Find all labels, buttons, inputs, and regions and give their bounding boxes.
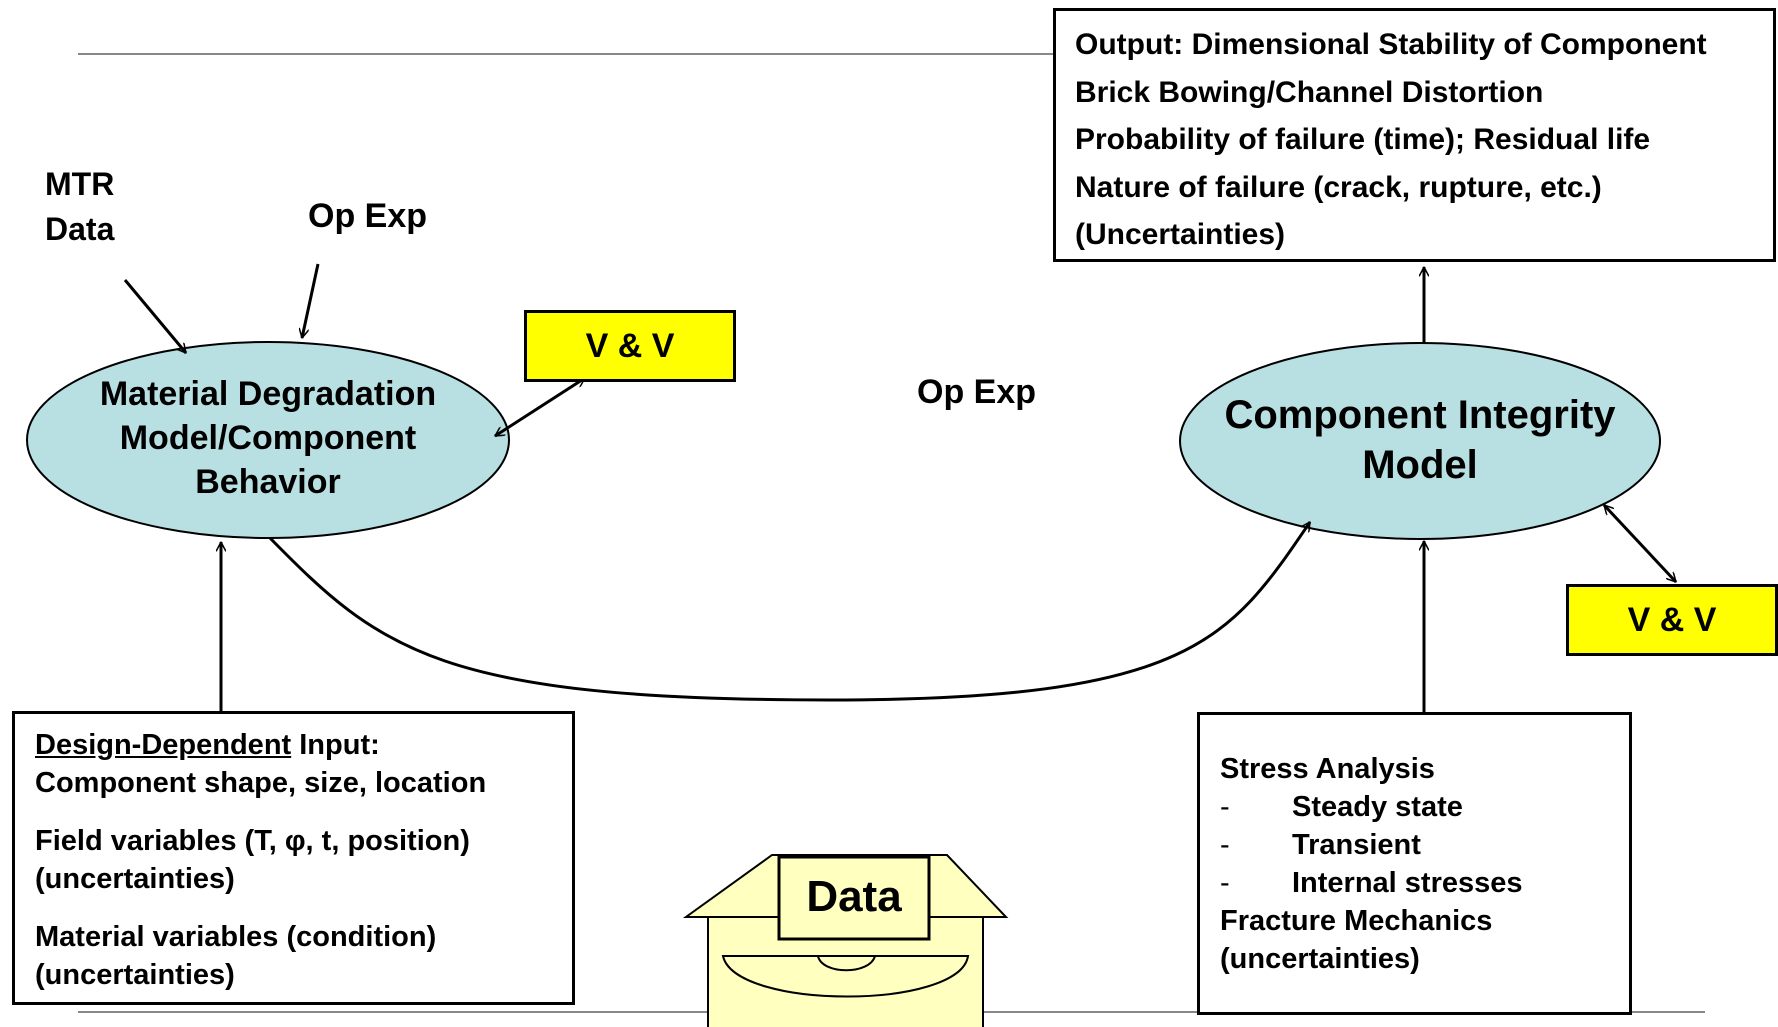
- material-model-line3: Behavior: [195, 463, 341, 501]
- input-line-5: Material variables (condition): [35, 921, 437, 953]
- integrity-model-line2: Model: [1362, 443, 1478, 487]
- database-icon: [682, 854, 1009, 1027]
- input-line-4: (uncertainties): [35, 863, 235, 895]
- vv-left-arrow: [495, 376, 585, 438]
- input-heading: Design-Dependent Input:: [35, 726, 572, 764]
- data-label: Data: [806, 872, 902, 921]
- stress-title: Stress Analysis: [1220, 753, 1435, 785]
- material-model-label: Material Degradation Model/Component Beh…: [28, 372, 508, 504]
- output-line-1: Output: Dimensional Stability of Compone…: [1075, 28, 1707, 61]
- vv-right-box: V & V: [1566, 584, 1778, 656]
- input-box: Design-Dependent Input: Component shape,…: [12, 711, 575, 1005]
- stress-bullet-2: - Transient: [1220, 826, 1629, 864]
- vv-left-box: V & V: [524, 310, 736, 382]
- op-exp-mid-label: Op Exp: [917, 373, 1037, 411]
- integrity-model-label: Component Integrity Model: [1180, 390, 1660, 490]
- material-model-line1: Material Degradation: [99, 375, 437, 413]
- integrity-model-ellipse: [1179, 342, 1661, 540]
- stress-line-6: (uncertainties): [1220, 943, 1420, 975]
- stress-bullet-2-text: Transient: [1292, 829, 1421, 861]
- op-exp-top-label: Op Exp: [308, 197, 428, 235]
- stress-bullet-1-text: Steady state: [1292, 791, 1463, 823]
- mtr-label-line2: Data: [45, 211, 115, 247]
- vv-right-arrow: [1604, 505, 1676, 582]
- mtr-label-line1: MTR: [45, 166, 115, 202]
- stress-bullet-3: - Internal stresses: [1220, 864, 1629, 902]
- model-to-integrity-curve: [268, 522, 1312, 702]
- input-heading-underlined: Design-Dependent: [35, 729, 292, 761]
- material-model-line2: Model/Component: [119, 419, 417, 457]
- bullet-dash: -: [1220, 829, 1230, 861]
- material-model-ellipse: [26, 341, 510, 539]
- input-line-2: Component shape, size, location: [35, 767, 487, 799]
- output-box: Output: Dimensional Stability of Compone…: [1053, 8, 1776, 262]
- output-line-4: Nature of failure (crack, rupture, etc.): [1075, 170, 1602, 204]
- mtr-data-label: MTR Data: [45, 162, 114, 252]
- stress-box: Stress Analysis - Steady state - Transient…: [1197, 712, 1632, 1015]
- integrity-model-line1: Component Integrity: [1224, 393, 1616, 437]
- input-line-3: Field variables (T, φ, t, position): [35, 825, 470, 857]
- stress-bullet-1: - Steady state: [1220, 788, 1629, 826]
- output-line-2: Brick Bowing/Channel Distortion: [1075, 75, 1544, 109]
- bullet-dash: -: [1220, 791, 1230, 823]
- stress-line-5: Fracture Mechanics: [1220, 905, 1493, 937]
- mtr-arrow: [123, 279, 188, 353]
- input-heading-rest: Input:: [291, 729, 380, 761]
- output-line-5: (Uncertainties): [1075, 218, 1286, 251]
- output-line-3: Probability of failure (time); Residual …: [1075, 123, 1651, 156]
- input-line-6: (uncertainties): [35, 959, 235, 991]
- op-exp-arrow: [302, 263, 320, 338]
- stress-bullet-3-text: Internal stresses: [1292, 867, 1523, 899]
- bullet-dash: -: [1220, 867, 1230, 899]
